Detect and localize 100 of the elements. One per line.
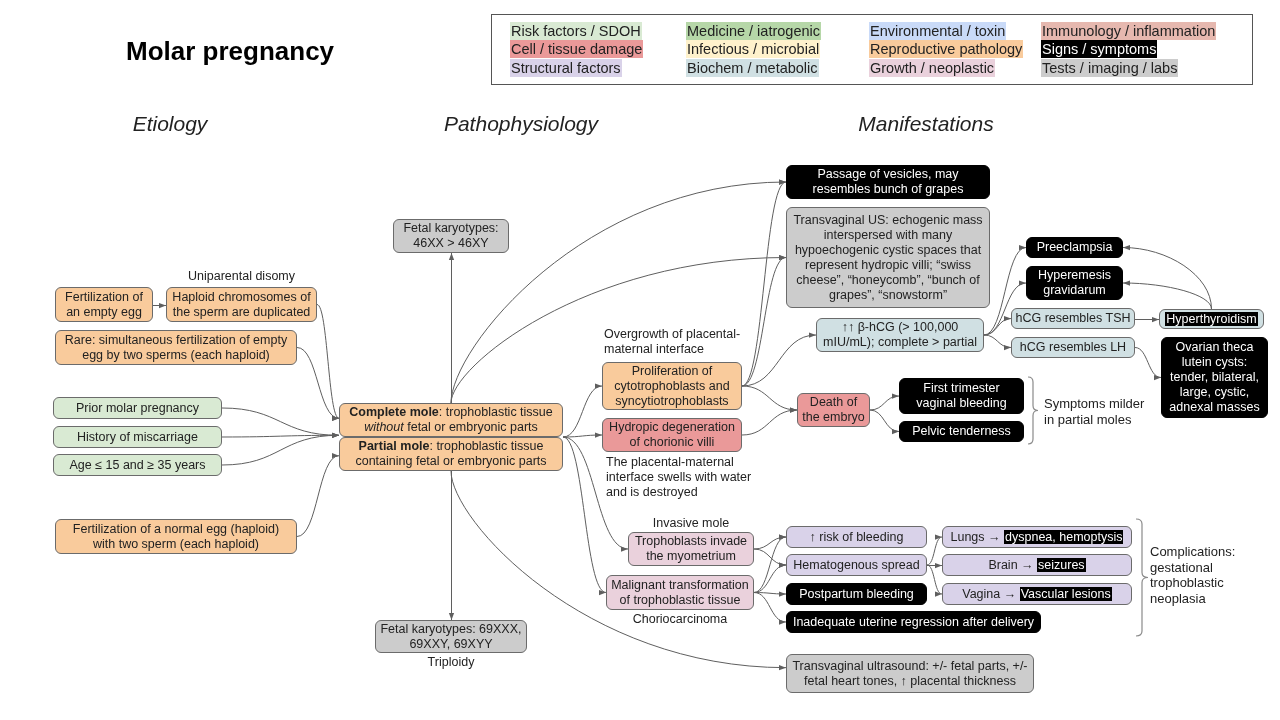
arrow <box>562 432 603 438</box>
arrow <box>741 333 817 387</box>
node-label: Transvaginal US: echogenic mass interspersed with many hypoechogenic cystic spaces that represent hydropic villi; “swiss cheese”, “honeycomb”, “bunch of grapes”, “snowstorm” <box>793 212 983 302</box>
node-caption: The placental-maternal interface swells with water and is destroyed <box>606 455 753 500</box>
neoplasm-box <box>628 532 754 566</box>
highlighted-label: dyspnea, hemoptysis <box>1004 529 1124 544</box>
legend-label: Biochem / metabolic <box>686 59 819 77</box>
node-label: Brain → <box>988 557 1034 572</box>
risk-factor-box <box>53 426 222 448</box>
legend-label: Tests / imaging / labs <box>1041 59 1179 77</box>
group-note: Complications: gestational trophoblastic neoplasia <box>1150 544 1237 607</box>
complication-box <box>942 554 1132 576</box>
column-heading: Pathophysiology <box>442 111 600 137</box>
legend-label: Infectious / microbial <box>686 40 821 58</box>
arrow <box>753 536 787 593</box>
column-heading: Manifestations <box>857 111 995 137</box>
risk-factor-box <box>53 454 222 476</box>
node-label: hCG resembles LH <box>1019 340 1127 354</box>
symptom-box <box>1026 237 1123 258</box>
node-label: Ovarian theca lutein cysts: tender, bilateral, large, cystic, adnexal masses <box>1169 340 1260 414</box>
arrow <box>1122 280 1212 310</box>
arrow <box>753 592 787 624</box>
node-label: ↑↑ β-hCG (> 100,000 mIU/mL); complete > partial <box>823 320 977 349</box>
node-caption: Overgrowth of placental-maternal interface <box>604 327 742 357</box>
risk-factor-box <box>53 397 222 419</box>
arrow <box>983 316 1012 336</box>
node-label: hCG resembles TSH <box>1015 311 1131 325</box>
node-label: Death of the embryo <box>802 395 865 424</box>
symptom-box <box>786 611 1041 633</box>
arrow <box>926 562 943 569</box>
column-heading: Etiology <box>131 111 209 137</box>
arrow <box>450 470 787 670</box>
arrow <box>562 436 607 593</box>
node-label: Postpartum bleeding <box>799 586 914 601</box>
node-label: First trimester vaginal bleeding <box>916 381 1007 410</box>
node-label: Age ≤ 15 and ≥ 35 years <box>69 457 206 472</box>
pathology-box <box>339 403 563 437</box>
node-caption: Invasive mole <box>651 516 731 531</box>
pathology-box <box>55 330 297 365</box>
node-label: Passage of vesicles, may resembles bunch of grapes <box>812 167 964 196</box>
complication-box <box>786 554 927 576</box>
arrow <box>296 347 340 419</box>
legend-label: Medicine / iatrogenic <box>686 22 821 40</box>
arrow <box>983 334 1012 350</box>
node-label: Lungs → <box>950 529 1001 544</box>
node-label: Preeclampsia <box>1036 240 1113 254</box>
node-label: Hydropic degeneration of chorionic villi <box>609 420 735 449</box>
legend-label: Immunology / inflammation <box>1041 22 1217 40</box>
node-label: Transvaginal ultrasound: +/- fetal parts, +/- fetal heart tones, ↑ placental thickness <box>792 658 1028 688</box>
node-label: Proliferation of cytotrophoblasts and syncytiotrophoblasts <box>614 363 730 408</box>
arrow <box>869 409 900 434</box>
highlighted-label: seizures <box>1037 557 1086 572</box>
node-label: Fertilization of a normal egg (haploid) with two sperm (each haploid) <box>72 521 280 551</box>
test-result-box <box>393 219 509 253</box>
arrow <box>926 564 943 595</box>
arrow <box>1134 316 1160 323</box>
legend-label: Reproductive pathology <box>869 40 1024 58</box>
legend-label: Cell / tissue damage <box>510 40 644 58</box>
node-label: Fertilization of an empty egg <box>65 289 143 319</box>
node-label: Vagina → <box>962 586 1017 601</box>
legend-label: Structural factors <box>510 59 622 77</box>
pathology-box <box>339 437 563 471</box>
group-note: Symptoms milder in partial moles <box>1044 396 1146 428</box>
highlighted-label: Hyperthyroidism <box>1165 311 1258 326</box>
lab-finding-box <box>1159 309 1264 329</box>
complication-box <box>942 583 1132 605</box>
lab-finding-box <box>816 318 984 352</box>
node-label: ↑ risk of bleeding <box>809 529 904 544</box>
node-caption: Triploidy <box>426 655 476 670</box>
symptom-box <box>899 378 1024 414</box>
arrow <box>741 407 798 436</box>
node-label: History of miscarriage <box>77 429 198 444</box>
arrow <box>753 548 787 567</box>
test-result-box <box>786 207 990 308</box>
arrow <box>221 433 340 466</box>
symptom-box <box>786 165 990 199</box>
node-label: Prior molar pregnancy <box>76 400 199 415</box>
node-label: Haploid chromosomes of the sperm are duplicated <box>172 289 311 319</box>
node-label: Partial mole: trophoblastic tissue containing fetal or embryonic parts <box>355 439 547 468</box>
pathology-box <box>55 519 297 554</box>
node-label: Fetal karyotypes: 46XX > 46XY <box>403 221 499 250</box>
lab-finding-box <box>1011 337 1135 358</box>
symptom-box <box>899 421 1024 442</box>
node-label: Inadequate uterine regression after delivery <box>792 614 1035 629</box>
node-caption: Uniparental disomy <box>187 269 296 284</box>
test-result-box <box>786 654 1034 693</box>
node-caption: Choriocarcinoma <box>631 612 729 627</box>
legend-label: Risk factors / SDOH <box>510 22 642 40</box>
complication-box <box>942 526 1132 548</box>
arrow <box>741 181 787 387</box>
highlighted-label: Vascular lesions <box>1019 586 1112 601</box>
symptom-box <box>786 583 927 605</box>
arrow <box>741 385 798 413</box>
pathology-box <box>602 362 742 410</box>
legend-label: Signs / symptoms <box>1041 40 1158 58</box>
node-label: Trophoblasts invade the myometrium <box>634 534 748 563</box>
arrow <box>296 455 340 537</box>
pathology-box <box>166 287 317 322</box>
node-label: Fetal karyotypes: 69XXX, 69XXY, 69XYY <box>380 621 522 651</box>
legend-label: Environmental / toxin <box>869 22 1007 40</box>
